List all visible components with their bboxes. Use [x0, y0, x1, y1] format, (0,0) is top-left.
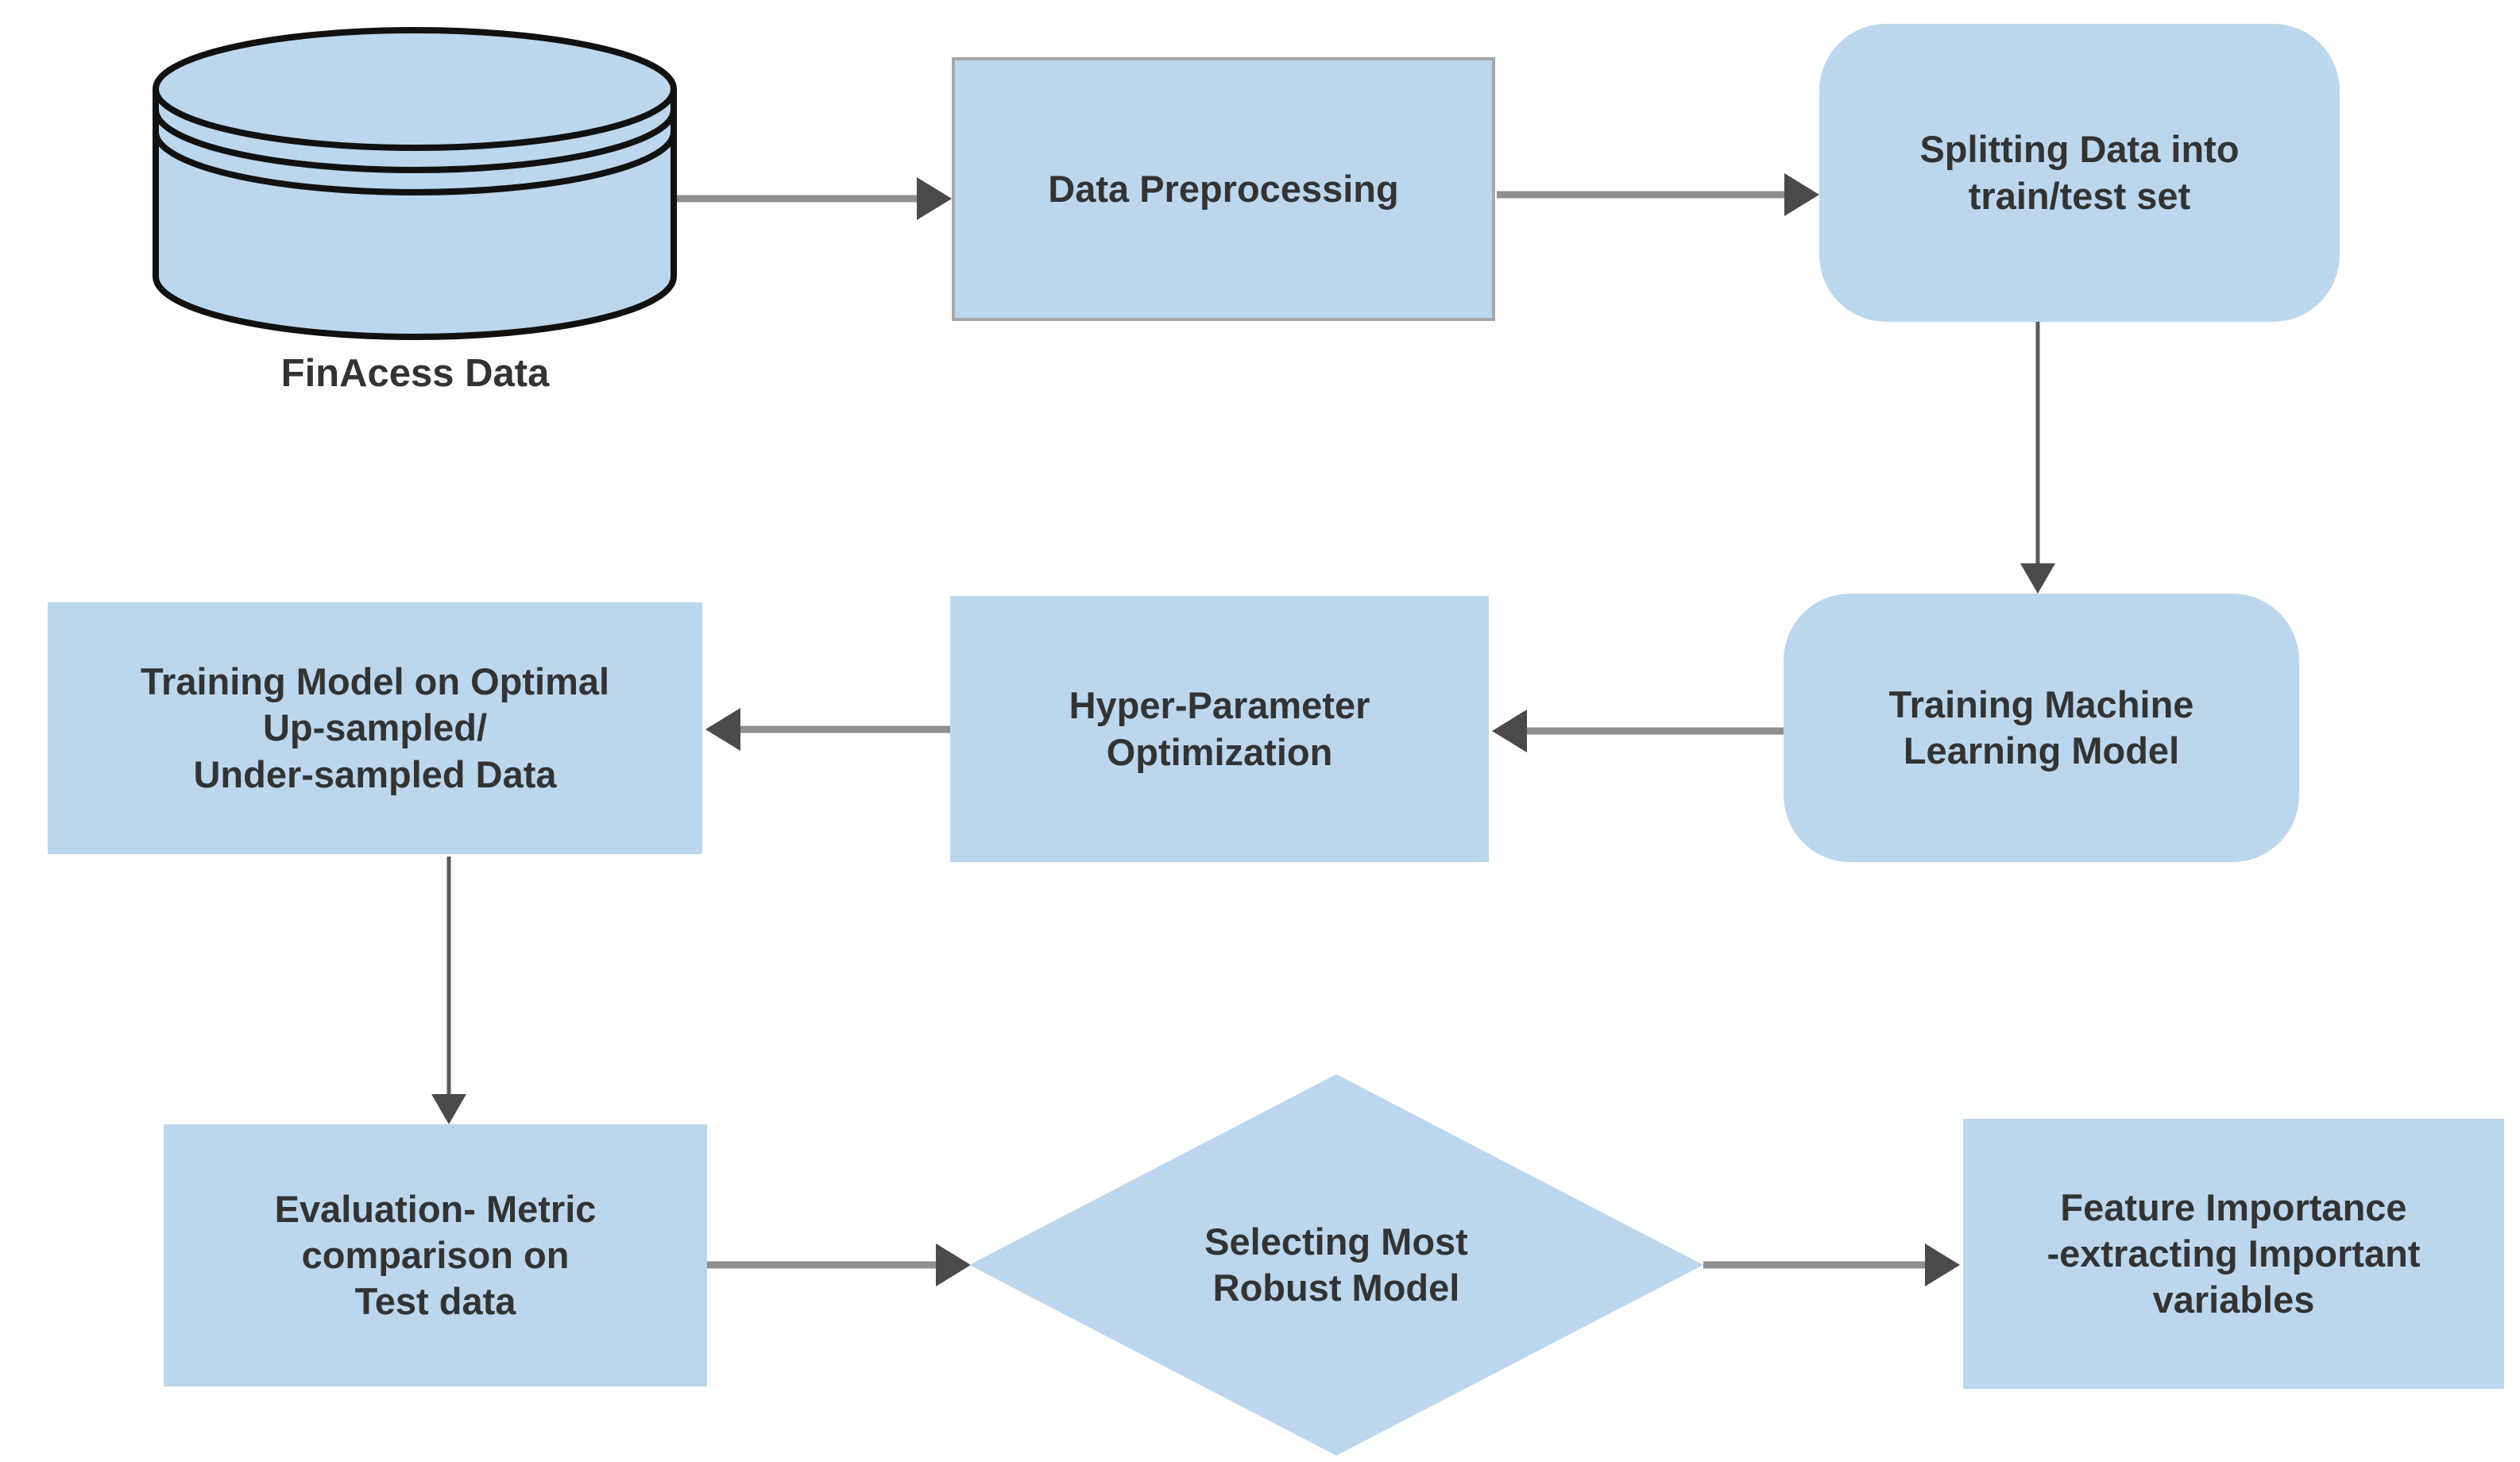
node-training-ml-model: Training Machine Learning Model [1784, 594, 2299, 862]
node-finacess-data [151, 24, 679, 343]
node-hyperparameter-optimization: Hyper-Parameter Optimization [950, 596, 1489, 862]
arrow-select-model-to-feature-importance [1703, 1243, 1960, 1286]
arrow-train-optimal-to-evaluation [431, 857, 466, 1124]
node-training-model-optimal: Training Model on Optimal Up-sampled/ Un… [48, 602, 702, 854]
arrow-train-ml-to-hyperparam [1492, 710, 1784, 752]
arrow-datasource-to-preprocess [677, 177, 952, 220]
node-evaluation-metric: Evaluation- Metric comparison on Test da… [164, 1124, 707, 1387]
node-data-preprocessing: Data Preprocessing [952, 57, 1495, 321]
datasource-label: FinAcess Data [280, 351, 550, 395]
arrow-split-to-train-ml [2020, 322, 2055, 594]
database-cylinder-icon [153, 27, 677, 340]
node-splitting-data: Splitting Data into train/test set [1819, 24, 2340, 322]
node-label: Hyper-Parameter Optimization [1069, 684, 1370, 773]
decision-diamond-shape [969, 1074, 1703, 1456]
arrow-hyperparam-to-train-optimal [705, 708, 950, 751]
node-label: Evaluation- Metric comparison on Test da… [274, 1187, 597, 1323]
node-label: Training Model on Optimal Up-sampled/ Un… [140, 660, 610, 795]
node-label: Feature Importance -extracting Important… [2047, 1185, 2421, 1321]
node-selecting-robust-model: Selecting Most Robust Model [1204, 1220, 1468, 1309]
node-label: Splitting Data into train/test set [1919, 128, 2240, 217]
arrow-evaluation-to-select-model [707, 1243, 971, 1286]
node-feature-importance: Feature Importance -extracting Important… [1963, 1119, 2504, 1389]
node-label: Training Machine Learning Model [1888, 683, 2194, 772]
arrow-preprocess-to-split [1497, 173, 1819, 216]
node-label: Data Preprocessing [1048, 167, 1399, 210]
